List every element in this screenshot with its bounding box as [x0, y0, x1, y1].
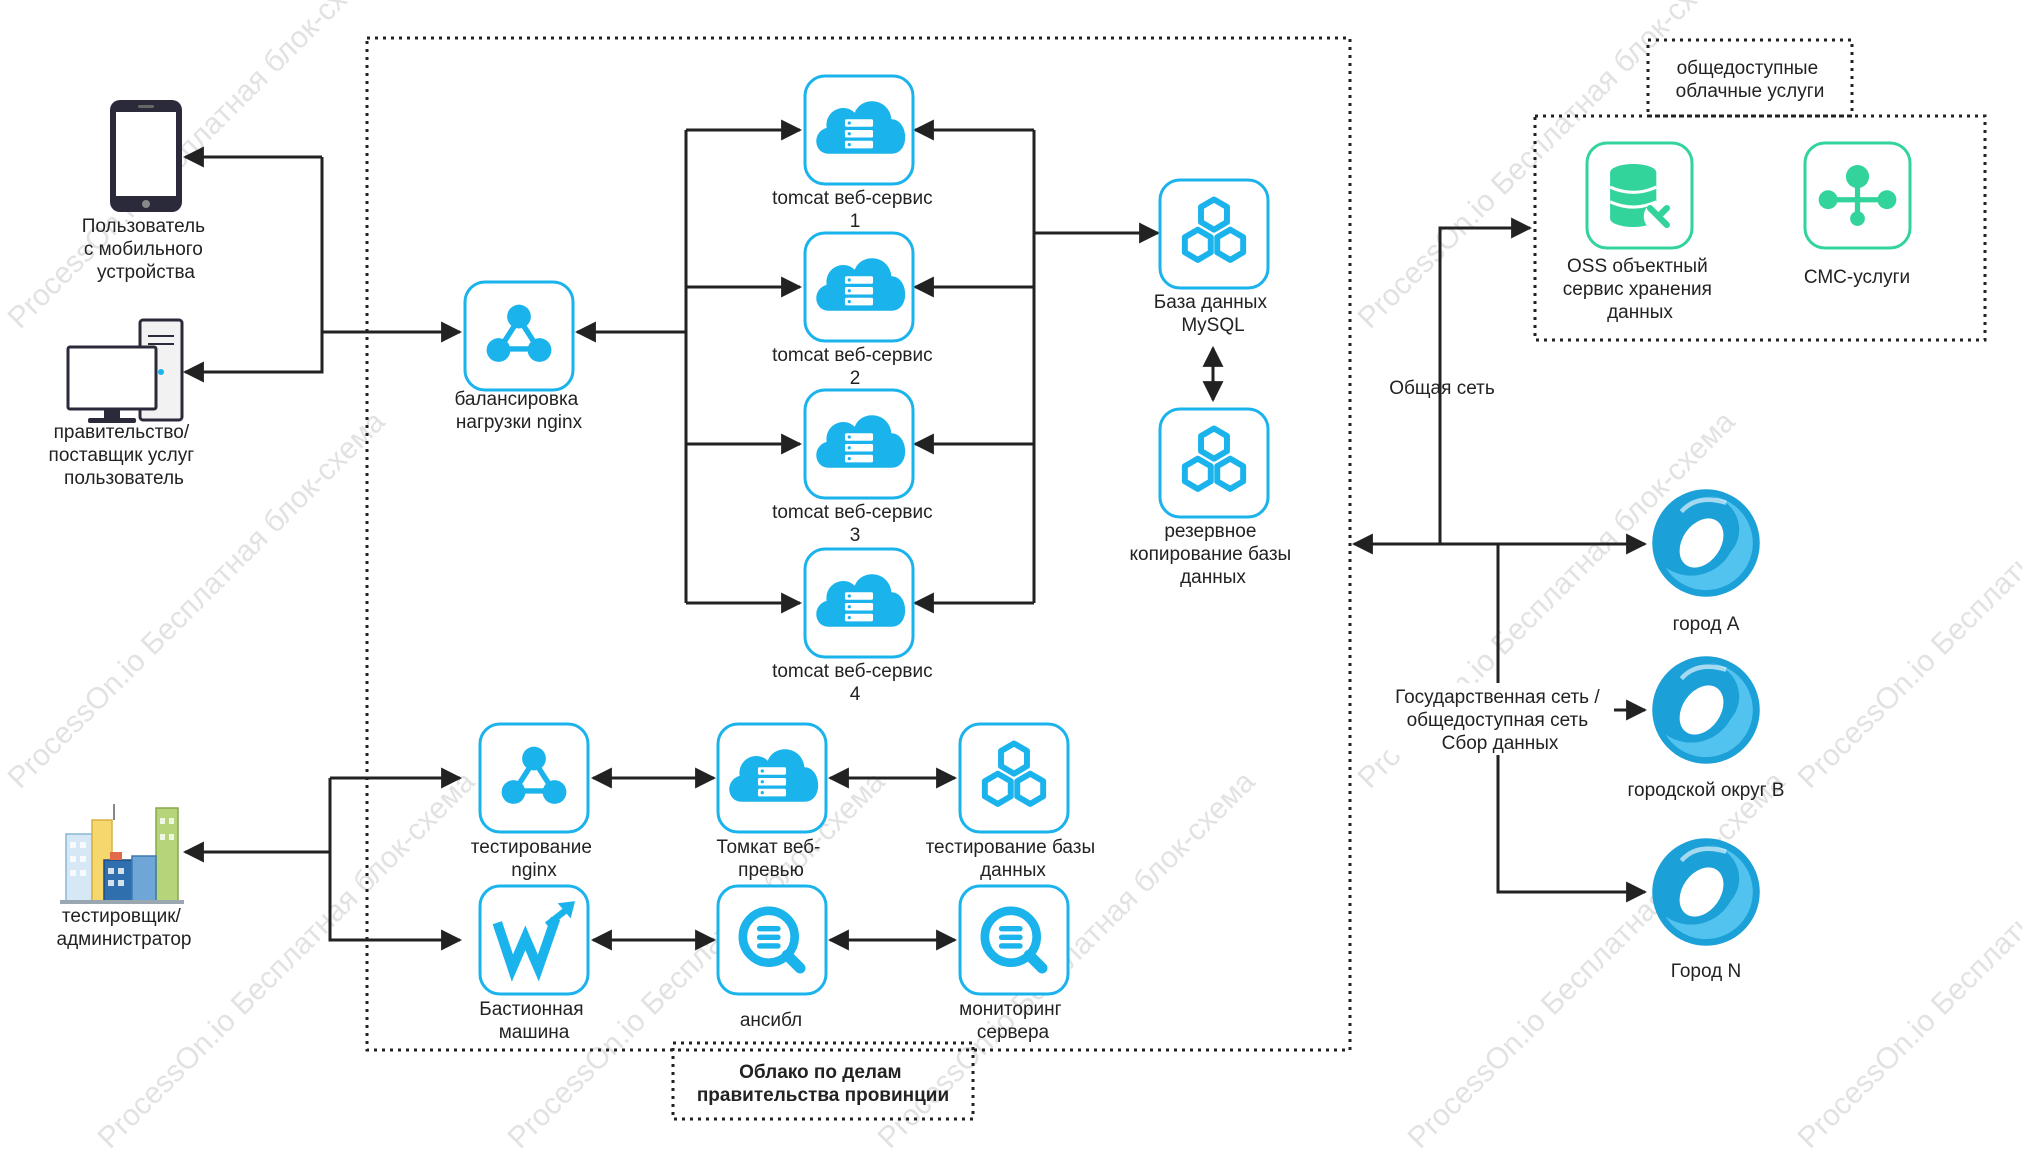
public-cloud-title: общедоступные облачные услуги [1676, 58, 1825, 102]
city-b: городской округ B [1628, 656, 1785, 801]
tomcat-service-2: tomcat веб-сервис 2 [772, 231, 938, 389]
nginx-label: балансировка нагрузки nginx [454, 389, 583, 433]
city-icon [1652, 656, 1760, 764]
tomcat-1-label: tomcat веб-сервис 1 [772, 188, 938, 232]
test-database: тестирование базы данных [926, 722, 1101, 881]
tomcat-service-3: tomcat веб-сервис 3 [772, 388, 938, 546]
watermark: ProcessOn.io Бесплатная блок-схема [1792, 405, 2022, 795]
city-a: город A [1652, 489, 1760, 635]
government-cloud-title: Облако по делам правительства провинции [697, 1062, 949, 1106]
buildings-icon [60, 804, 184, 904]
ansible-label: ансибл [740, 1010, 802, 1031]
tomcat-preview-label: Томкат веб- превью [716, 837, 825, 881]
tomcat-service-1: tomcat веб-сервис 1 [772, 74, 938, 232]
sms-service: СМС-услуги [1803, 141, 1912, 288]
tomcat-3-label: tomcat веб-сервис 3 [772, 502, 938, 546]
monitoring-label: мониторинг сервера [959, 999, 1067, 1043]
watermark: ProcessOn.io Бесплатная блок-схема [92, 765, 482, 1155]
test-nginx-label: тестирование nginx [471, 837, 597, 881]
test-database-label: тестирование базы данных [926, 837, 1101, 881]
city-n-label: Город N [1671, 961, 1741, 982]
oss-label: OSS объектный сервис хранения данных [1563, 256, 1718, 323]
city-icon [1652, 489, 1760, 597]
public-network-label: Общая сеть [1389, 378, 1495, 399]
government-user-label: правительство/ поставщик услуг пользоват… [49, 422, 200, 489]
tomcat-2-label: tomcat веб-сервис 2 [772, 345, 938, 389]
mysql-database: База данных MySQL [1154, 178, 1272, 336]
tester-admin-label: тестировщик/ администратор [57, 906, 192, 950]
watermark: ProcessOn.io Бесплатная блок-схема [1792, 765, 2022, 1155]
city-a-label: город A [1673, 614, 1740, 635]
public-cloud-title-box [1646, 38, 1854, 118]
mysql-label: База данных MySQL [1154, 292, 1272, 336]
watermark: ProcessOn.io Бесплатная блок-схема [2, 0, 392, 335]
test-nginx: тестирование nginx [471, 722, 597, 881]
desktop-icon [66, 318, 184, 423]
city-b-label: городской округ B [1628, 780, 1785, 801]
gov-network-label: Государственная сеть / общедоступная сет… [1395, 687, 1605, 754]
watermark: ProcessOn.io Бесплатная блок-схема [1402, 765, 1792, 1155]
public-cloud-boundary [1533, 114, 1987, 342]
city-icon [1652, 838, 1760, 946]
server-monitoring: мониторинг сервера [958, 884, 1070, 1043]
mobile-user-label: Пользователь с мобильного устройства [82, 216, 211, 283]
bastion-label: Бастионная машина [479, 999, 589, 1043]
government-user: правительство/ поставщик услуг пользоват… [49, 318, 200, 489]
nginx-load-balancer: балансировка нагрузки nginx [454, 280, 583, 433]
phone-icon [110, 100, 182, 212]
gov-network-label-bg [1388, 683, 1614, 755]
tester-admin: тестировщик/ администратор [57, 804, 192, 950]
government-cloud-boundary [365, 36, 1352, 1052]
government-cloud-title-box [671, 1041, 975, 1121]
ansible: ансибл [716, 884, 828, 1031]
sms-label: СМС-услуги [1804, 267, 1910, 288]
oss-storage: OSS объектный сервис хранения данных [1563, 141, 1718, 323]
mobile-user: Пользователь с мобильного устройства [82, 100, 211, 283]
bastion-host: Бастионная машина [478, 884, 590, 1043]
database-backup: резервное копирование базы данных [1130, 407, 1297, 588]
city-n: Город N [1652, 838, 1760, 982]
backup-label: резервное копирование базы данных [1130, 521, 1297, 588]
tomcat-4-label: tomcat веб-сервис 4 [772, 661, 938, 705]
tomcat-preview: Томкат веб- превью [716, 722, 828, 881]
tomcat-service-4: tomcat веб-сервис 4 [772, 547, 938, 705]
